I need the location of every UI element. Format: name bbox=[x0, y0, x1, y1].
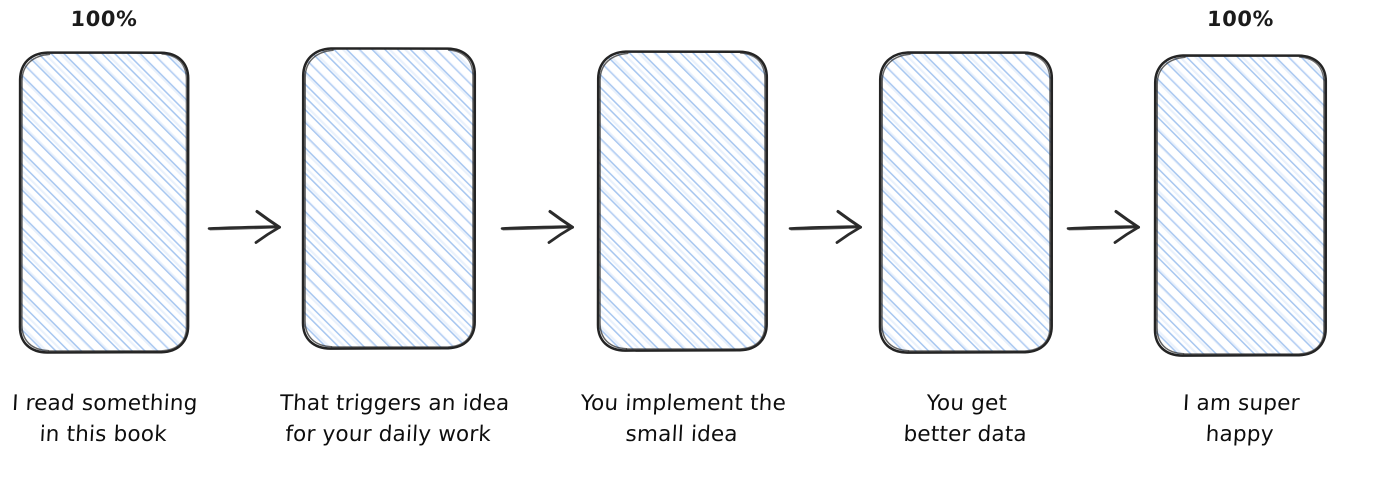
caption-line: You implement the bbox=[579, 391, 787, 416]
caption-line: small idea bbox=[624, 422, 739, 447]
caption-line: in this book bbox=[38, 422, 168, 447]
step-caption-2: That triggers an idea for your daily wor… bbox=[277, 388, 511, 450]
flow-arrow-2 bbox=[500, 198, 582, 258]
caption-line: That triggers an idea bbox=[279, 391, 511, 416]
arrow-right-icon bbox=[207, 210, 281, 244]
hatched-box-3[interactable] bbox=[594, 44, 771, 364]
hatched-box-4[interactable] bbox=[876, 45, 1056, 365]
caption-line: happy bbox=[1205, 422, 1275, 447]
hatched-box-1[interactable] bbox=[16, 45, 192, 365]
hatched-box-5[interactable] bbox=[1151, 48, 1330, 368]
step-caption-4: You get better data bbox=[854, 388, 1077, 450]
percent-label-1: 100% bbox=[70, 7, 138, 31]
flow-arrow-3 bbox=[788, 198, 870, 258]
flow-step-2: That triggers an idea for your daily wor… bbox=[279, 0, 510, 500]
arrow-right-icon bbox=[500, 210, 574, 244]
flow-arrow-4 bbox=[1066, 198, 1148, 258]
arrow-right-icon bbox=[1066, 210, 1140, 244]
flow-arrow-1 bbox=[207, 198, 289, 258]
caption-line: You get bbox=[925, 391, 1008, 416]
flow-step-4: You get better data bbox=[876, 0, 1056, 500]
caption-line: I read something bbox=[11, 391, 199, 416]
hatched-box-2[interactable] bbox=[299, 41, 479, 361]
step-caption-1: I read something in this book bbox=[0, 388, 214, 450]
caption-line: I am super bbox=[1182, 391, 1301, 416]
caption-line: for your daily work bbox=[284, 422, 492, 447]
step-caption-5: I am super happy bbox=[1129, 388, 1351, 450]
flow-step-3: You implement the small idea bbox=[580, 0, 787, 500]
caption-line: better data bbox=[902, 422, 1028, 447]
flow-step-1: 100% I read something in this book bbox=[11, 0, 198, 500]
step-caption-3: You implement the small idea bbox=[572, 388, 792, 450]
percent-label-5: 100% bbox=[1206, 7, 1275, 31]
flow-step-5: 100% I am super happy bbox=[1151, 0, 1330, 500]
arrow-right-icon bbox=[788, 210, 862, 244]
